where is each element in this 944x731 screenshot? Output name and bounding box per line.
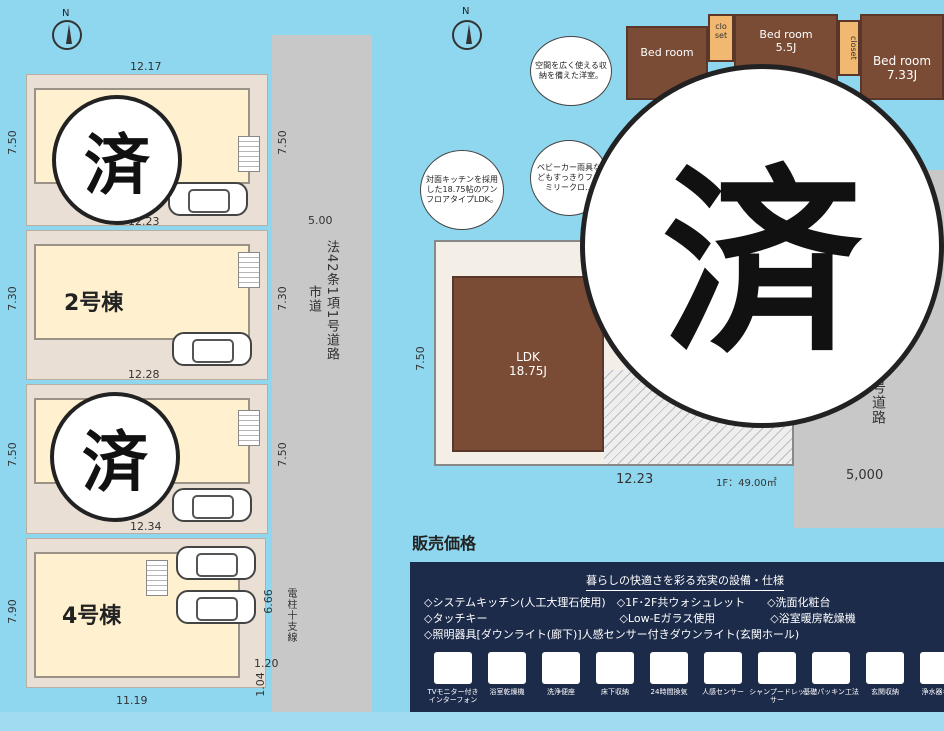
water-purifier-icon	[920, 652, 944, 684]
spec-line-1: ◇システムキッチン(人工大理石使用) ◇1F･2F共ウォシュレット ◇洗面化粧台	[424, 596, 831, 609]
bottom-band	[0, 712, 944, 731]
lot-2-bottom-width: 12.28	[128, 368, 160, 381]
pole-label: 電柱十支線	[285, 588, 296, 643]
room-name: LDK	[516, 350, 540, 364]
room-bedroom-1[interactable]: Bed room	[626, 26, 708, 100]
lot-1-depth-left: 7.50	[5, 130, 19, 155]
room-name: closet	[849, 36, 858, 60]
road-label: 法42条1項1号道路	[324, 240, 339, 362]
room-name: Bed room	[759, 28, 813, 41]
lot-4-depth-right: 6.66	[261, 589, 275, 614]
stair-icon	[238, 410, 260, 446]
spec-icon-caption: 基礎パッキン工法	[803, 688, 859, 696]
lot-2-depth-right: 7.30	[275, 286, 289, 311]
bubble-ldk: 対面キッチンを採用した18.75帖のワンフロアタイプLDK。	[420, 150, 504, 230]
spec-icon-caption: 浄水器キッ	[921, 688, 944, 696]
north-arrow-icon	[452, 20, 482, 50]
spec-line-2: ◇タッチキー ◇Low-Eガラス使用 ◇浴室暖房乾燥機	[424, 612, 856, 625]
room-bedroom-3[interactable]: Bed room 7.33J	[860, 14, 944, 100]
lot-2-building	[34, 244, 250, 340]
lot-2-depth-left: 7.30	[5, 286, 19, 311]
road-width: 5,000	[846, 468, 884, 483]
road-type: 市道	[306, 285, 321, 313]
road	[272, 35, 372, 731]
price-heading: 販売価格	[412, 534, 477, 553]
car-icon	[176, 590, 256, 624]
spec-icon-caption: 浴室乾燥機	[489, 688, 525, 696]
floor-width: 12.23	[616, 472, 654, 487]
car-icon	[176, 546, 256, 580]
sold-mark-lot-3: 済	[50, 392, 180, 522]
floor-storage-icon	[596, 652, 634, 684]
car-icon	[172, 488, 252, 522]
motion-sensor-icon	[704, 652, 742, 684]
stair-icon	[238, 252, 260, 288]
room-size: 7.33J	[886, 68, 918, 82]
toilet-icon	[542, 652, 580, 684]
lot-1-depth-right: 7.50	[275, 130, 289, 155]
lot-3-bottom-width: 12.34	[130, 520, 162, 533]
spec-icon-caption: 床下収納	[601, 688, 629, 696]
stair-icon	[146, 560, 168, 596]
corner-a: 1.20	[254, 657, 279, 670]
lot-4-label: 4号棟	[62, 604, 122, 629]
room-name: clo set	[714, 22, 728, 40]
spec-icon-caption: 人感センサー	[702, 688, 744, 696]
tv-intercom-icon	[434, 652, 472, 684]
lot-4-bottom-width: 11.19	[116, 694, 148, 707]
floor-depth: 7.50	[413, 346, 427, 371]
car-icon	[172, 332, 252, 366]
room-name: Bed room	[872, 54, 932, 68]
foundation-packing-icon	[812, 652, 850, 684]
lot-2-label: 2号棟	[64, 291, 124, 316]
bath-dryer-icon	[488, 652, 526, 684]
floor-area: 1F：49.00㎡	[716, 478, 777, 489]
lot-3-depth-right: 7.50	[275, 442, 289, 467]
spec-line-3: ◇照明器具[ダウンライト(廊下)]人感センサー付きダウンライト(玄関ホール)	[424, 628, 800, 641]
room-size: 5.5J	[775, 41, 797, 54]
spec-icon-caption: 玄関収納	[871, 688, 899, 696]
closet-2: closet	[838, 20, 860, 76]
road-width: 5.00	[308, 214, 333, 227]
sold-mark-lot-1: 済	[52, 95, 182, 225]
spec-icon-caption: TVモニター付きインターフォン	[427, 688, 479, 705]
sold-mark-floor: 済	[580, 64, 944, 428]
spec-icon-caption: 洗浄便座	[547, 688, 575, 696]
north-arrow-icon	[52, 20, 82, 50]
road-fragment: 号道路	[870, 380, 886, 425]
lot-3-depth-left: 7.50	[5, 442, 19, 467]
shampoo-dresser-icon	[758, 652, 796, 684]
car-icon	[168, 182, 248, 216]
lot-4-depth-left: 7.90	[5, 599, 19, 624]
spec-panel: 暮らしの快適さを彩る充実の設備・仕様 ◇システムキッチン(人工大理石使用) ◇1…	[410, 562, 944, 712]
stair-icon	[238, 136, 260, 172]
ventilation-icon	[650, 652, 688, 684]
north-label: N	[62, 8, 70, 19]
room-size: 18.75J	[509, 364, 547, 378]
lot-1-top-width: 12.17	[130, 60, 162, 73]
room-name: Bed room	[640, 46, 694, 59]
closet-1: clo set	[708, 14, 734, 62]
bubble-storage: 空間を広く使える収納を備えた洋室。	[530, 36, 612, 106]
spec-title: 暮らしの快適さを彩る充実の設備・仕様	[586, 572, 784, 591]
entrance-storage-icon	[866, 652, 904, 684]
spec-icon-caption: 24時間換気	[650, 688, 688, 696]
corner-b: 1.04	[253, 672, 267, 697]
north-label: N	[462, 6, 470, 17]
room-ldk[interactable]: LDK 18.75J	[452, 276, 604, 452]
spec-icon-caption: シャンプードレッサー	[749, 688, 805, 705]
